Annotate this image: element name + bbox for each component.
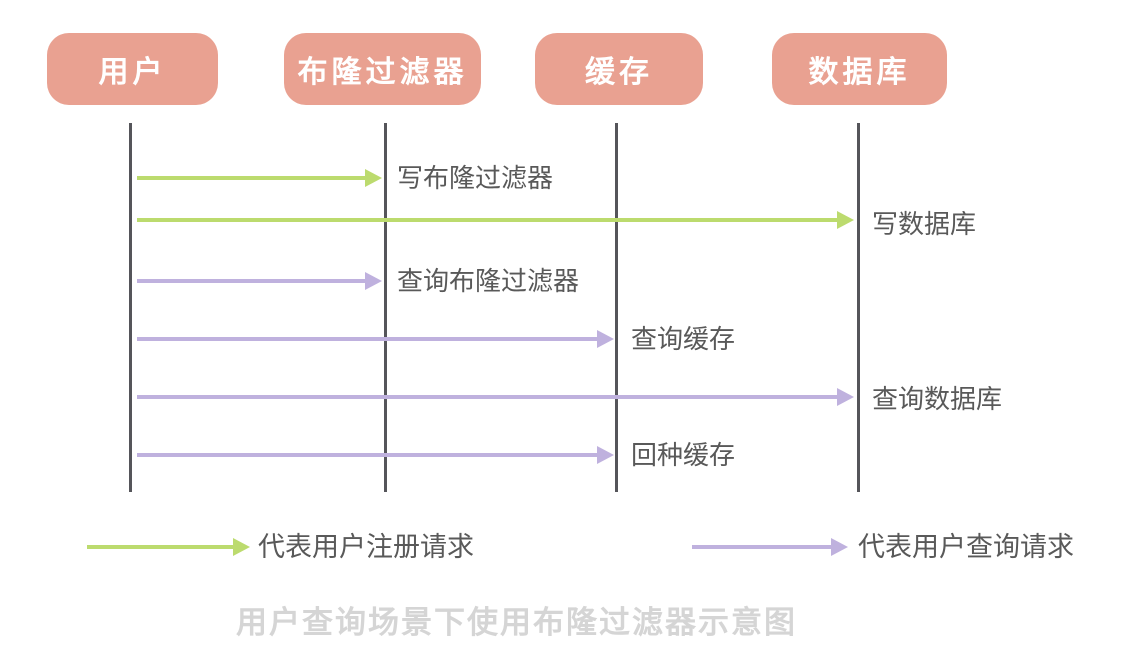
lane-label-bloom-filter: 布隆过滤器 xyxy=(297,56,468,89)
lifeline-user xyxy=(129,123,132,492)
arrow-shaft xyxy=(87,545,233,549)
arrow-query-bloom-filter xyxy=(137,272,382,290)
arrow-write-database xyxy=(137,211,854,229)
arrowhead-icon xyxy=(831,538,848,556)
arrowhead-icon xyxy=(597,446,614,464)
arrow-query-cache xyxy=(137,330,614,348)
arrow-shaft xyxy=(137,337,597,341)
arrow-shaft xyxy=(137,395,837,399)
lifeline-database xyxy=(857,123,860,492)
arrow-shaft xyxy=(137,279,365,283)
lane-label-cache: 缓存 xyxy=(585,56,653,89)
arrowhead-icon xyxy=(597,330,614,348)
message-label-backfill-cache: 回种缓存 xyxy=(631,440,736,470)
arrow-shaft xyxy=(137,176,365,180)
arrowhead-icon xyxy=(837,211,854,229)
arrowhead-icon xyxy=(365,272,382,290)
legend-arrow-register xyxy=(87,538,250,556)
lane-box-database: 数据库 xyxy=(772,33,947,105)
message-label-query-bloom-filter: 查询布隆过滤器 xyxy=(397,266,580,296)
lifeline-bloom-filter xyxy=(384,123,387,492)
message-label-write-database: 写数据库 xyxy=(872,209,977,239)
arrow-query-database xyxy=(137,388,854,406)
message-label-write-bloom-filter: 写布隆过滤器 xyxy=(397,163,554,193)
lifeline-cache xyxy=(615,123,618,492)
legend-label-query: 代表用户查询请求 xyxy=(858,532,1074,562)
legend-arrow-query xyxy=(692,538,848,556)
lane-label-database: 数据库 xyxy=(808,56,911,89)
arrow-backfill-cache xyxy=(137,446,614,464)
arrowhead-icon xyxy=(233,538,250,556)
lane-box-user: 用户 xyxy=(47,33,218,105)
legend-label-register: 代表用户注册请求 xyxy=(258,532,474,562)
lane-label-user: 用户 xyxy=(98,56,167,89)
arrowhead-icon xyxy=(365,169,382,187)
message-label-query-database: 查询数据库 xyxy=(872,384,1003,414)
diagram-caption: 用户查询场景下使用布隆过滤器示意图 xyxy=(236,605,797,640)
arrow-shaft xyxy=(137,453,597,457)
arrow-shaft xyxy=(692,545,831,549)
message-label-query-cache: 查询缓存 xyxy=(631,324,736,354)
lane-box-bloom-filter: 布隆过滤器 xyxy=(284,33,481,105)
lane-box-cache: 缓存 xyxy=(535,33,703,105)
arrow-shaft xyxy=(137,218,837,222)
arrowhead-icon xyxy=(837,388,854,406)
arrow-write-bloom-filter xyxy=(137,169,382,187)
